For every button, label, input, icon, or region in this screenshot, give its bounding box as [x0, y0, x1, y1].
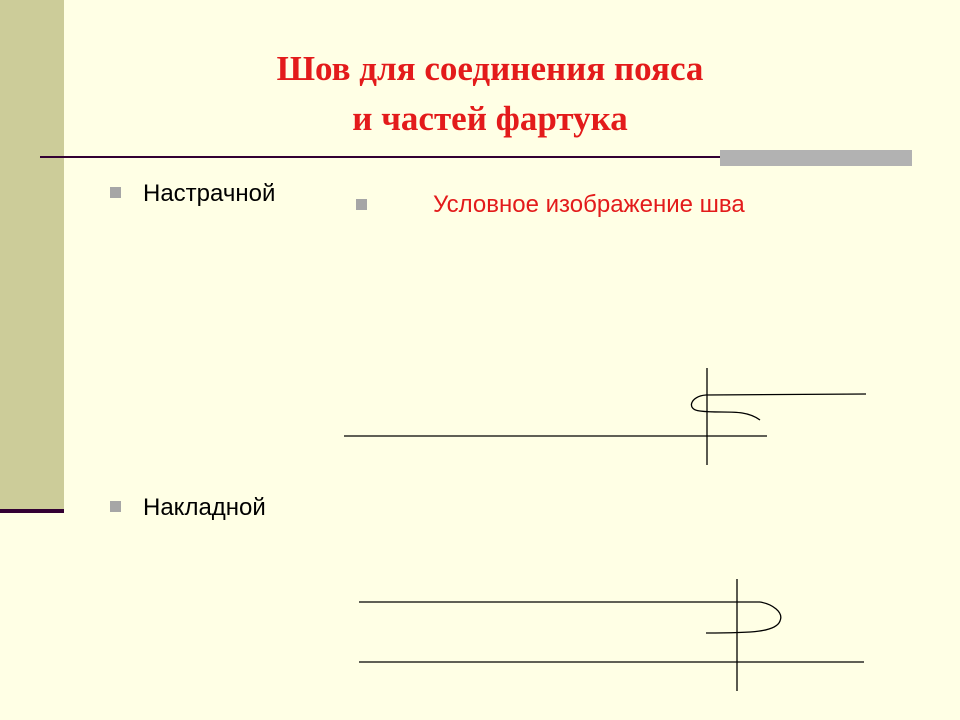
title-rule-accent	[720, 150, 912, 166]
title-line-1: Шов для соединения пояса	[276, 49, 704, 88]
bullet-square-icon	[110, 501, 121, 512]
bullet-square-icon	[356, 199, 367, 210]
side-rule	[0, 509, 64, 513]
slide-title: Шов для соединения пояса и частей фартук…	[70, 44, 910, 144]
nakladnoy-seam-diagram	[359, 579, 864, 691]
side-band	[0, 0, 64, 512]
folded-edge-line	[690, 393, 867, 421]
bullet-nakladnoy: Накладной	[143, 494, 266, 521]
bullet-nastrachnoy: Настрачной	[143, 180, 276, 207]
folded-edge-line	[705, 601, 782, 634]
title-rule	[40, 156, 912, 158]
title-line-2: и частей фартука	[352, 99, 628, 138]
nastrachnoy-seam-diagram	[344, 368, 867, 465]
bullet-square-icon	[110, 187, 121, 198]
bullet-seam-symbol: Условное изображение шва	[433, 191, 745, 218]
